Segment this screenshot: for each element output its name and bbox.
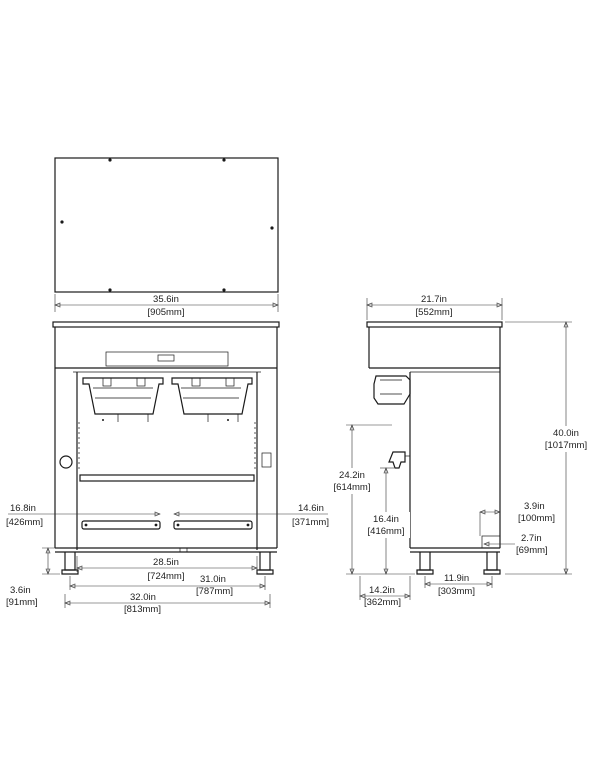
- side-height-mm: [1017mm]: [545, 440, 587, 451]
- faucet-height-mm: [614mm]: [334, 482, 371, 493]
- top-width-in: 35.6in: [153, 294, 179, 305]
- side-depth-in: 21.7in: [421, 294, 447, 305]
- front-dimensions: 16.8in [426mm] 14.6in [371mm] 28.5in [72…: [6, 503, 329, 615]
- server-height-mm: [416mm]: [368, 526, 405, 537]
- left-dispense-in: 16.8in: [10, 503, 36, 514]
- side-depth-mm: [552mm]: [416, 307, 453, 318]
- right-dispense-mm: [371mm]: [292, 517, 329, 528]
- side-feet-span-in: 11.9in: [444, 573, 469, 584]
- inner-width-mm: [724mm]: [148, 571, 185, 582]
- server-height-in: 16.4in: [373, 514, 399, 525]
- right-dispense-in: 14.6in: [298, 503, 324, 514]
- feet-width-in: 31.0in: [200, 574, 226, 585]
- feet-width-mm: [787mm]: [196, 586, 233, 597]
- rear-offset-mm: [100mm]: [518, 513, 555, 524]
- left-dispense-mm: [426mm]: [6, 517, 43, 528]
- top-view: 35.6in [905mm]: [54, 157, 279, 318]
- rear-foot-mm: [69mm]: [516, 545, 548, 556]
- foot-height-mm: [91mm]: [6, 597, 38, 608]
- side-base-depth-mm: [362mm]: [364, 597, 401, 608]
- side-dimensions: 21.7in [552mm] 40.0in [1017mm] 24.2in [6…: [326, 294, 594, 608]
- side-feet-span-mm: [303mm]: [438, 586, 475, 597]
- foot-height-in: 3.6in: [10, 585, 31, 596]
- front-view: [52, 321, 280, 575]
- top-width-mm: [905mm]: [148, 307, 185, 318]
- rear-foot-in: 2.7in: [521, 533, 542, 544]
- overall-base-in: 32.0in: [130, 592, 156, 603]
- side-height-in: 40.0in: [553, 428, 579, 439]
- side-base-depth-in: 14.2in: [369, 585, 395, 596]
- rear-offset-in: 3.9in: [524, 501, 545, 512]
- faucet-height-in: 24.2in: [339, 470, 365, 481]
- overall-base-mm: [813mm]: [124, 604, 161, 615]
- inner-width-in: 28.5in: [153, 557, 179, 568]
